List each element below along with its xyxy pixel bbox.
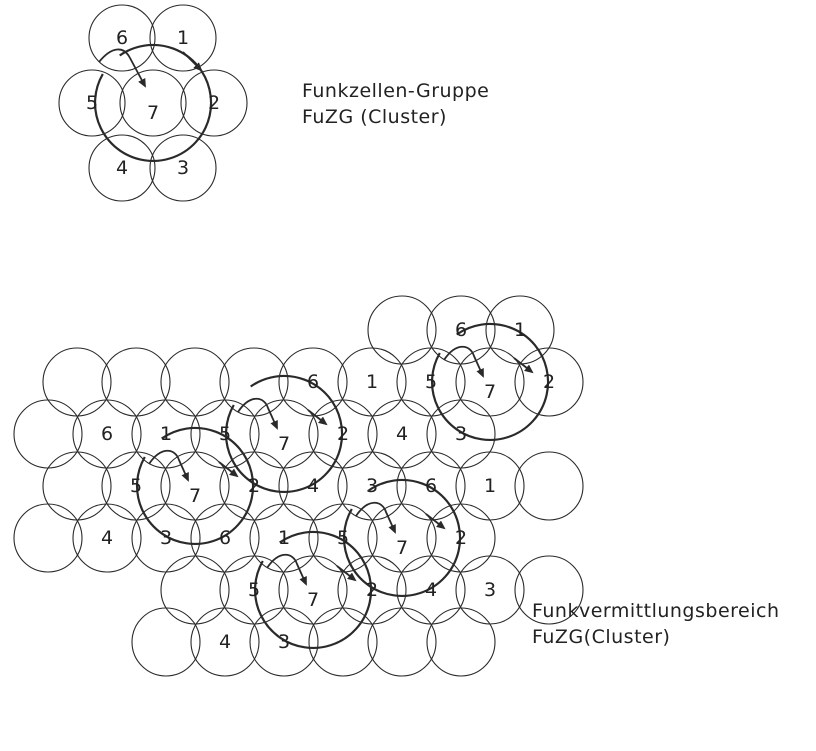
area-cell-label-6: 6 xyxy=(425,475,437,497)
area-cell-label-5: 5 xyxy=(425,371,437,393)
area-cell-label-5: 5 xyxy=(219,423,231,445)
area-cell-label-3: 3 xyxy=(455,423,467,445)
cluster-arrow-curved-top xyxy=(98,48,146,88)
area-arrow-curved-4 xyxy=(355,501,396,534)
area-cell-r6-c7 xyxy=(426,607,496,677)
area-cell-label-6: 6 xyxy=(101,423,113,445)
area-cell-r1-c2 xyxy=(160,347,230,417)
cluster-outlines-layer xyxy=(93,43,550,650)
area-cell-label-5: 5 xyxy=(248,579,260,601)
area-cell-label-6: 6 xyxy=(307,371,319,393)
area-cell-label-7: 7 xyxy=(396,537,408,559)
area-cell-label-4: 4 xyxy=(307,475,319,497)
cluster-cell-label-1: 1 xyxy=(177,27,189,49)
cluster-cell-label-7: 7 xyxy=(147,102,159,124)
area-cluster-outline-5 xyxy=(253,530,373,650)
area-cell-r3-c0 xyxy=(42,451,112,521)
cluster-cell-label-2: 2 xyxy=(208,92,220,114)
area-cell-label-3: 3 xyxy=(278,631,290,653)
cluster-cell-label-5: 5 xyxy=(86,92,98,114)
area-arrow-straight-1 xyxy=(513,357,534,374)
cluster-cell-label-3: 3 xyxy=(177,157,189,179)
area-cluster-outline-4 xyxy=(342,478,462,598)
area-cluster-outline-1 xyxy=(430,322,550,442)
cluster-caption-line2: FuZG (Cluster) xyxy=(302,106,447,128)
area-cell-label-2: 2 xyxy=(455,527,467,549)
cluster-caption: Funkzellen-Gruppe FuZG (Cluster) xyxy=(302,78,489,130)
area-cell-label-3: 3 xyxy=(366,475,378,497)
area-cell-r6-c3 xyxy=(190,607,260,677)
cluster-cell-7 xyxy=(119,69,187,137)
cluster-cell-6 xyxy=(88,4,156,72)
area-cell-label-3: 3 xyxy=(160,527,172,549)
area-cell-label-1: 1 xyxy=(160,423,172,445)
area-caption-line1: Funkvermittlungsbereich xyxy=(532,600,780,622)
area-cell-label-1: 1 xyxy=(484,475,496,497)
area-cell-label-2: 2 xyxy=(543,371,555,393)
area-cell-label-4: 4 xyxy=(425,579,437,601)
area-cell-label-2: 2 xyxy=(248,475,260,497)
area-cluster-outline-3 xyxy=(135,426,255,546)
area-arrow-straight-2 xyxy=(307,409,328,426)
cluster-cell-1 xyxy=(149,4,217,72)
cluster-cell-label-4: 4 xyxy=(116,157,128,179)
cluster-cell-label-6: 6 xyxy=(116,27,128,49)
area-cell-label-1: 1 xyxy=(514,319,526,341)
area-cell-r4-c1 xyxy=(72,503,142,573)
area-cell-r3-c8 xyxy=(514,451,584,521)
area-cell-label-2: 2 xyxy=(337,423,349,445)
area-arrow-curved-5 xyxy=(266,553,307,586)
area-cell-r5-c8 xyxy=(514,555,584,625)
area-cell-r6-c2 xyxy=(131,607,201,677)
area-cluster-outline-2 xyxy=(224,374,344,494)
area-cell-label-1: 1 xyxy=(278,527,290,549)
area-cell-label-5: 5 xyxy=(337,527,349,549)
area-cell-label-4: 4 xyxy=(219,631,231,653)
area-cell-r1-c0 xyxy=(42,347,112,417)
cluster-cell-5 xyxy=(58,69,126,137)
area-arrow-straight-5 xyxy=(336,565,357,582)
cluster-arrow-straight-top xyxy=(182,51,203,72)
cluster-cell-2 xyxy=(180,69,248,137)
area-cell-label-7: 7 xyxy=(484,381,496,403)
area-cell-r6-c4 xyxy=(249,607,319,677)
area-cell-label-3: 3 xyxy=(484,579,496,601)
cluster-cell-3 xyxy=(149,134,217,202)
arrows-layer xyxy=(98,48,534,586)
area-cell-r5-c2 xyxy=(160,555,230,625)
area-cell-label-6: 6 xyxy=(219,527,231,549)
cluster-caption-line1: Funkzellen-Gruppe xyxy=(302,80,490,102)
area-cell-r6-c5 xyxy=(308,607,378,677)
area-arrow-straight-3 xyxy=(218,461,239,478)
area-cell-label-2: 2 xyxy=(366,579,378,601)
area-cell-label-6: 6 xyxy=(455,319,467,341)
area-cell-label-4: 4 xyxy=(396,423,408,445)
area-arrow-straight-4 xyxy=(425,513,446,530)
area-caption-line2: FuZG(Cluster) xyxy=(532,626,671,648)
area-caption: Funkvermittlungsbereich FuZG(Cluster) xyxy=(532,598,780,650)
cells-layer xyxy=(13,4,584,677)
area-arrow-curved-2 xyxy=(237,397,278,430)
area-cell-label-7: 7 xyxy=(189,485,201,507)
area-cell-r2-c0 xyxy=(13,399,83,469)
area-cell-r6-c6 xyxy=(367,607,437,677)
area-cell-r1-c8 xyxy=(514,347,584,417)
area-cell-r4-c0 xyxy=(13,503,83,573)
area-arrow-curved-3 xyxy=(148,449,189,482)
area-cell-label-4: 4 xyxy=(101,527,113,549)
cluster-outline-top xyxy=(93,43,213,163)
area-cell-r0-c6 xyxy=(367,295,437,365)
area-cell-label-5: 5 xyxy=(130,475,142,497)
area-cell-label-7: 7 xyxy=(307,589,319,611)
area-cell-r1-c1 xyxy=(101,347,171,417)
area-cell-r1-c3 xyxy=(219,347,289,417)
area-cell-label-7: 7 xyxy=(278,433,290,455)
cluster-cell-4 xyxy=(88,134,156,202)
area-cell-label-1: 1 xyxy=(366,371,378,393)
area-arrow-curved-1 xyxy=(443,345,484,378)
